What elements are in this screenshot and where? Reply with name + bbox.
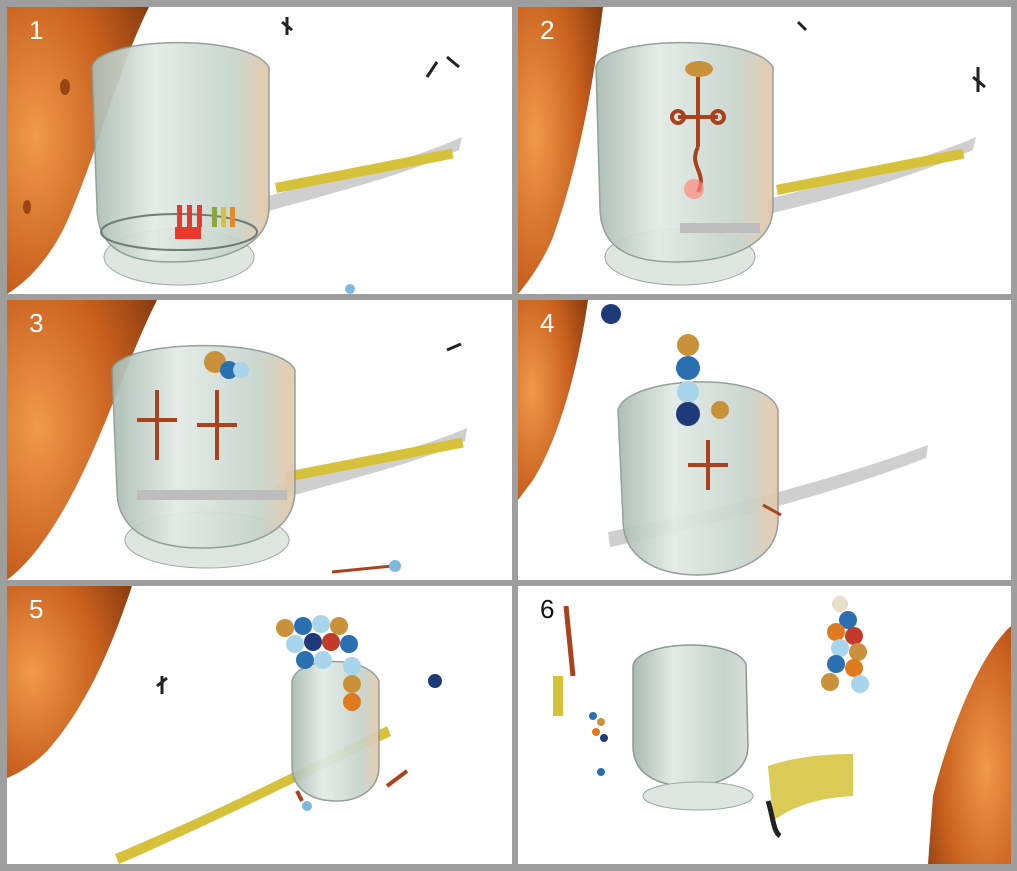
panel-4-illustration bbox=[518, 300, 1011, 580]
panel-3-label: 3 bbox=[29, 308, 43, 338]
panel-5-label: 5 bbox=[29, 594, 43, 624]
panel-2-illustration bbox=[518, 7, 1011, 294]
panel-6: 6 bbox=[518, 586, 1011, 864]
peptide-chain bbox=[676, 334, 700, 426]
panel-3: 3 bbox=[7, 300, 512, 580]
panel-3-illustration bbox=[7, 300, 512, 580]
peptide-fragment bbox=[589, 712, 608, 776]
folded-protein bbox=[821, 596, 869, 693]
panel-4-label: 4 bbox=[540, 308, 554, 338]
ribosome bbox=[112, 346, 295, 548]
panel-5: 5 bbox=[7, 586, 512, 864]
ribosome bbox=[292, 661, 379, 801]
panel-1: 1 bbox=[7, 7, 512, 294]
cell-membrane bbox=[518, 7, 603, 294]
released-mrna bbox=[768, 754, 853, 821]
mrna-bases bbox=[275, 149, 454, 193]
cell-membrane bbox=[7, 586, 132, 778]
panel-2-label: 2 bbox=[540, 15, 554, 45]
glow bbox=[684, 179, 704, 199]
panel-1-label: 1 bbox=[29, 15, 43, 45]
panel-5-illustration bbox=[7, 586, 512, 864]
panel-6-illustration bbox=[518, 586, 1011, 864]
panel-6-label: 6 bbox=[540, 594, 554, 624]
cell-membrane bbox=[928, 626, 1011, 864]
codon-highlight bbox=[175, 227, 201, 239]
panel-2: 2 bbox=[518, 7, 1011, 294]
small-ribosome-subunit bbox=[633, 645, 748, 786]
panel-1-illustration bbox=[7, 7, 512, 294]
panel-4: 4 bbox=[518, 300, 1011, 580]
